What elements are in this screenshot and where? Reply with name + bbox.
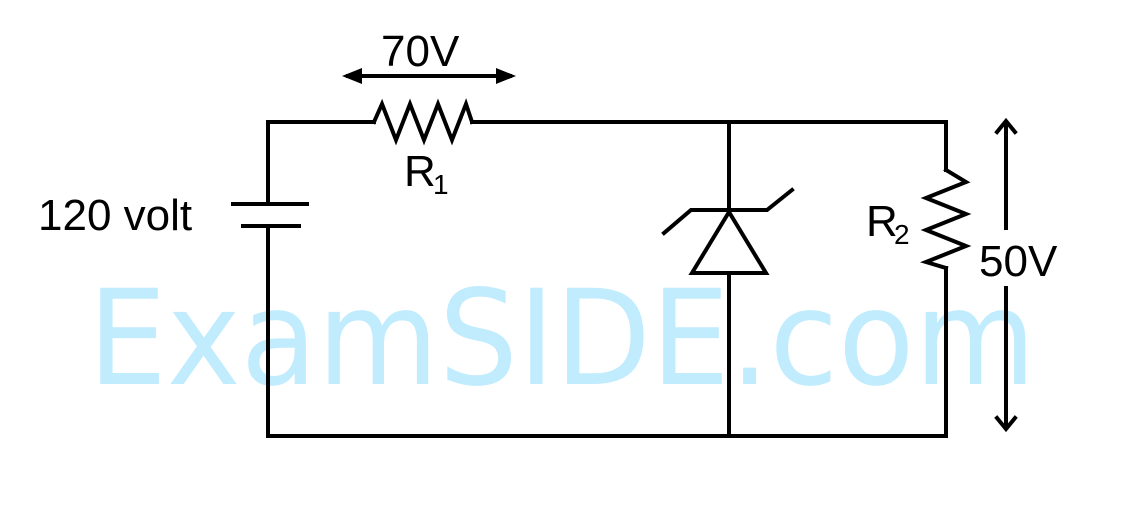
zener-diode xyxy=(661,187,795,275)
source-voltage-label: 120 volt xyxy=(38,191,192,240)
r2-subscript: 2 xyxy=(894,219,910,250)
wires xyxy=(266,120,948,438)
r2-voltage-label: 50V xyxy=(979,237,1058,286)
battery-symbol xyxy=(231,202,309,228)
resistor-r1 xyxy=(371,98,475,146)
wire-top-left xyxy=(266,120,376,206)
zener-triangle xyxy=(688,208,770,275)
wire-bottom xyxy=(266,224,948,438)
r1-subscript: 1 xyxy=(433,169,449,200)
r1-voltage-arrow xyxy=(342,68,516,84)
r1-label: R xyxy=(404,147,436,196)
resistor-r2 xyxy=(919,167,972,271)
r2-voltage-arrow xyxy=(994,117,1018,433)
r2-label: R xyxy=(866,197,898,246)
r1-voltage-label: 70V xyxy=(381,27,460,76)
wire-top-right xyxy=(470,120,948,172)
watermark-text: ExamSIDE.com xyxy=(88,262,1036,416)
